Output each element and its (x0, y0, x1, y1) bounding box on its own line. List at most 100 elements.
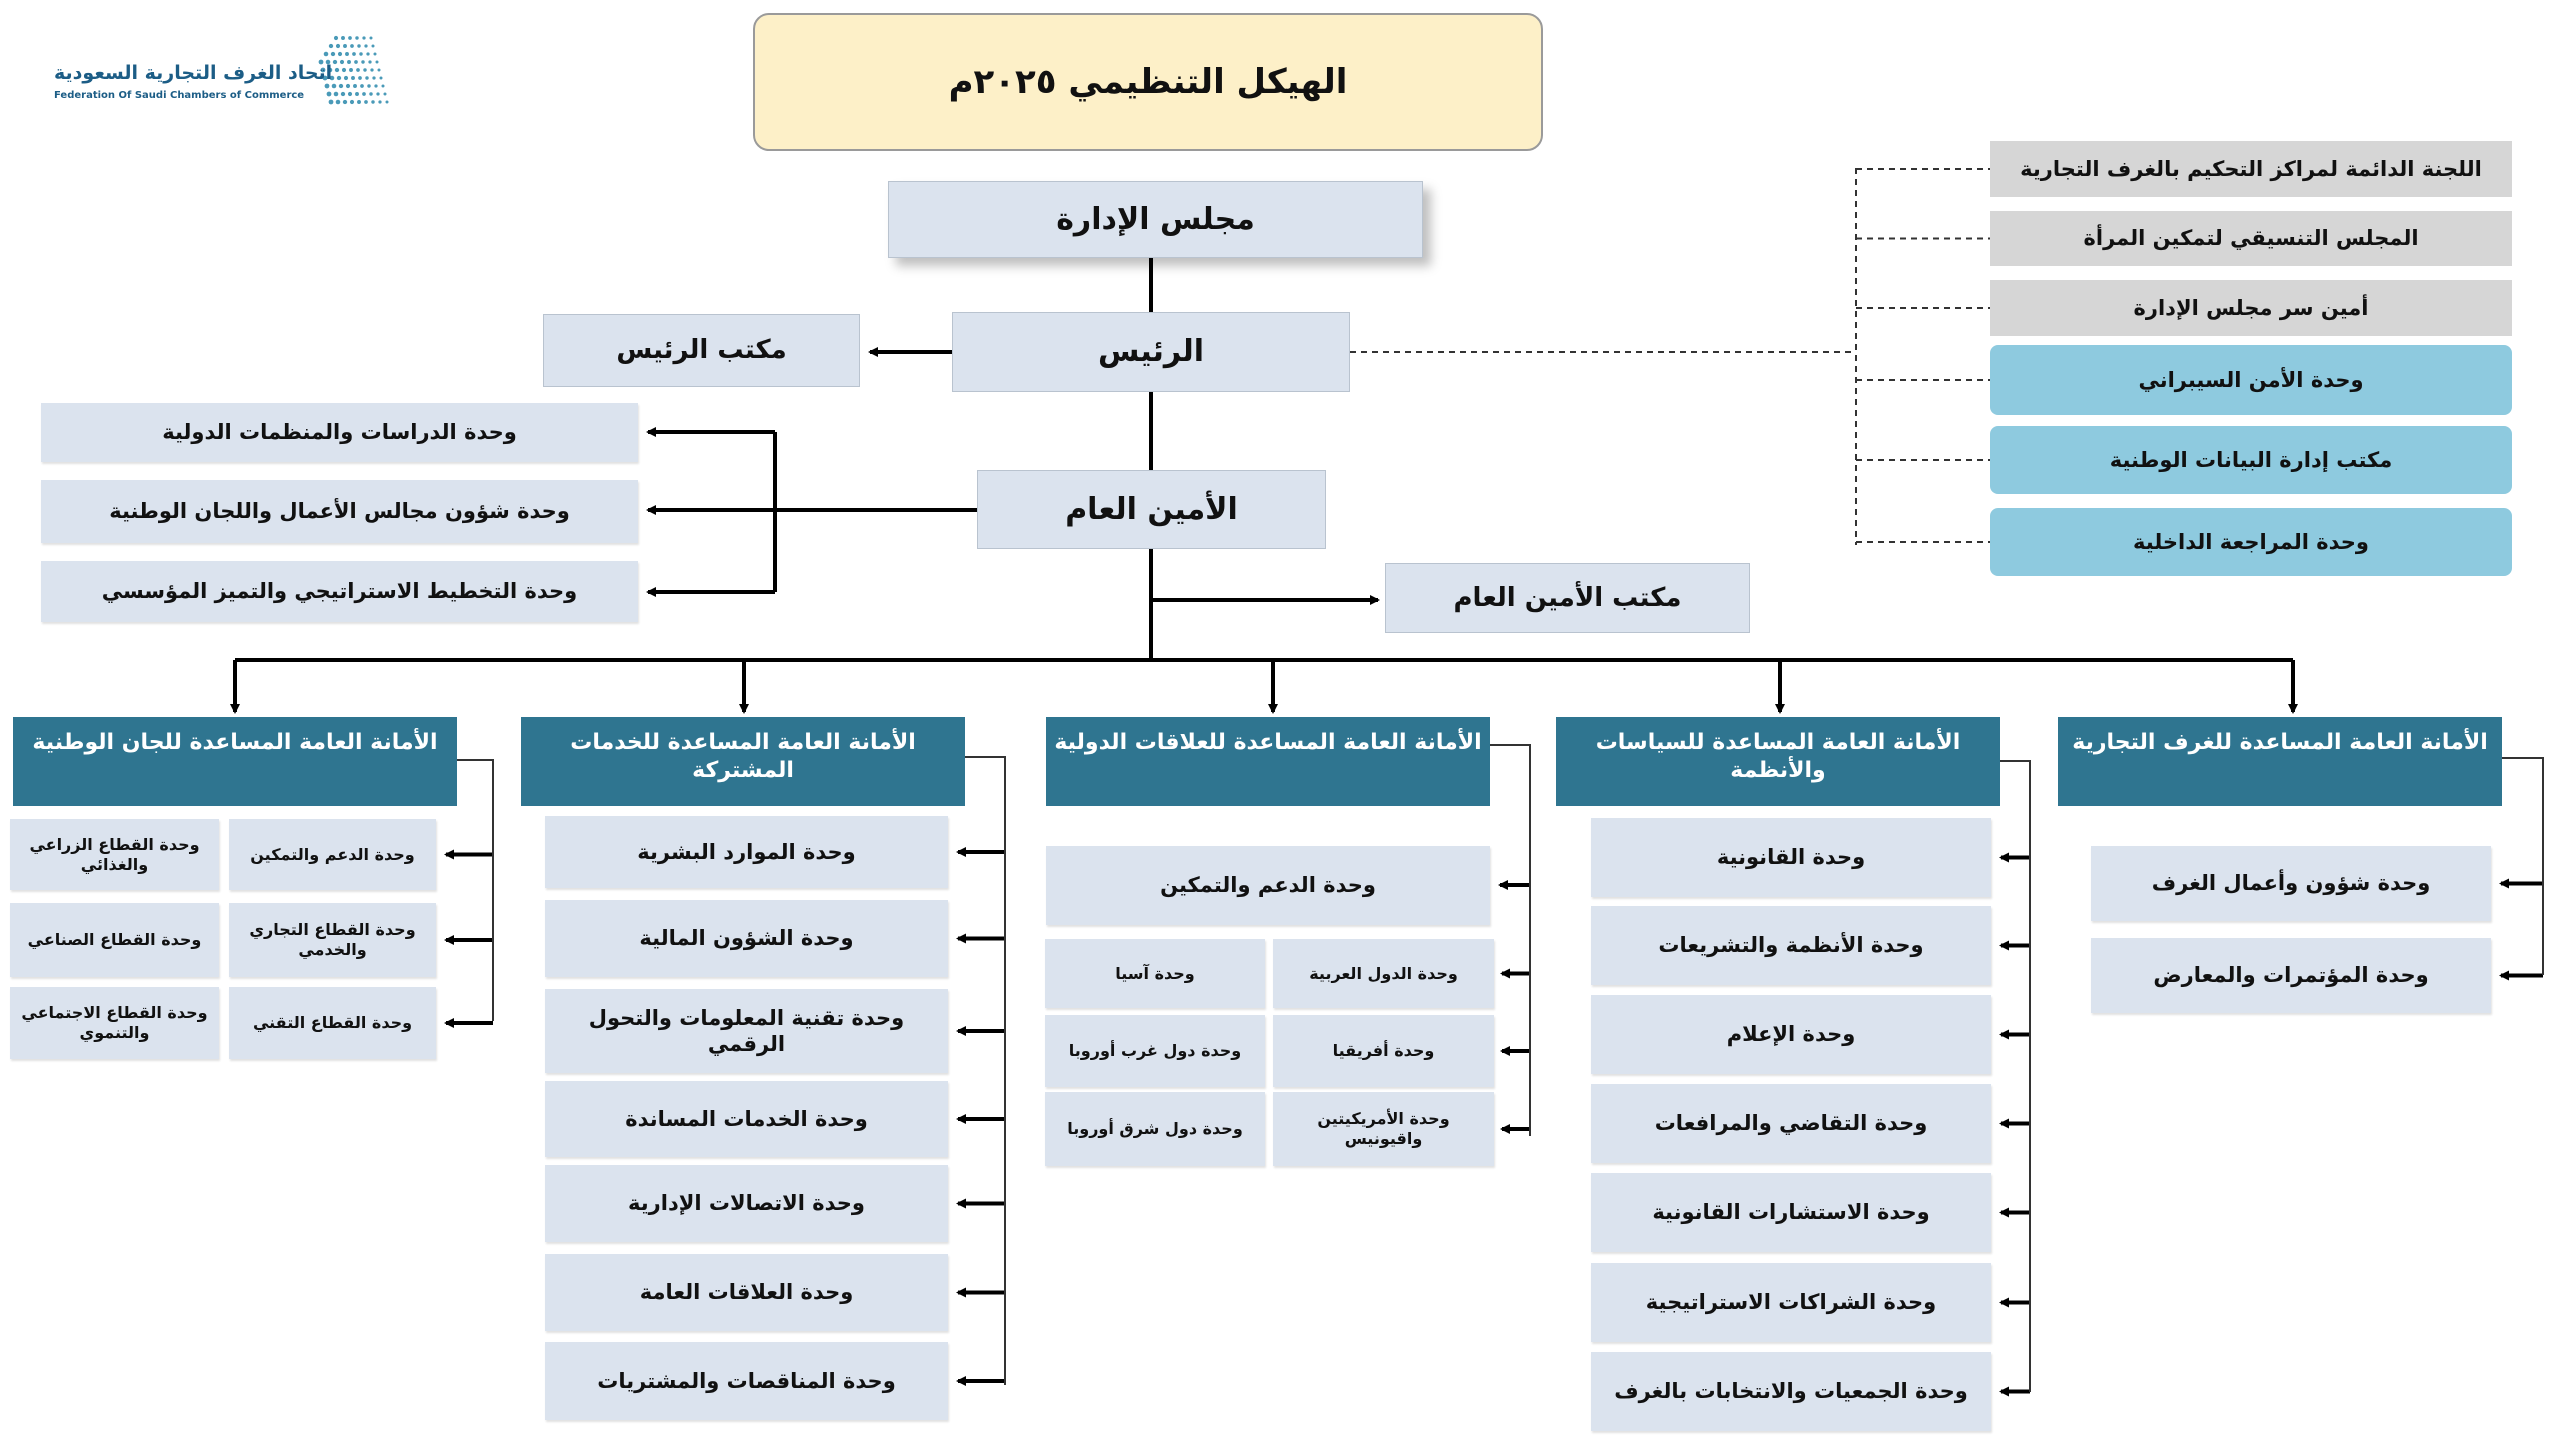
unit-box: وحدة أفريقيا (1273, 1015, 1494, 1087)
logo-dot (360, 84, 364, 88)
logo-dot (362, 36, 366, 40)
logo-dot (363, 68, 367, 72)
connector-line (2502, 757, 2544, 975)
logo-dot (339, 59, 345, 65)
president-unit-box: المجلس التنسيقي لتمكين المرأة (1990, 211, 2512, 266)
sg-unit-box: وحدة التخطيط الاستراتيجي والتميز المؤسسي (41, 561, 638, 622)
logo-dot (322, 75, 328, 81)
logo-dot (377, 68, 381, 72)
logo-dot (355, 92, 359, 96)
logo-dot (371, 100, 375, 104)
logo-dot (354, 60, 358, 64)
unit-box: وحدة الشؤون المالية (545, 900, 948, 977)
logo-dot (337, 51, 343, 57)
president-unit-box: أمين سر مجلس الإدارة (1990, 280, 2512, 336)
unit-box: وحدة العلاقات العامة (545, 1254, 948, 1331)
connector-line (964, 756, 1006, 1385)
unit-box: وحدة تقنية المعلومات والتحول الرقمي (545, 989, 948, 1073)
unit-box: وحدة الموارد البشرية (545, 816, 948, 888)
unit-box: وحدة الاتصالات الإدارية (545, 1165, 948, 1242)
logo-dot (385, 100, 389, 104)
logo-dot (374, 84, 378, 88)
logo-dot (351, 76, 355, 80)
logo-dot (348, 36, 352, 40)
logo-dot (324, 83, 330, 89)
president-unit-box: مكتب إدارة البيانات الوطنية (1990, 426, 2512, 494)
president-unit-box: اللجنة الدائمة لمراكز التحكيم بالغرف الت… (1990, 141, 2512, 197)
division-header: الأمانة العامة المساعدة للجان الوطنية (13, 717, 457, 806)
division-header: الأمانة العامة المساعدة للغرف التجارية (2058, 717, 2502, 806)
logo-dots-icon (318, 35, 389, 105)
logo-dot (343, 75, 349, 81)
logo-dot (366, 52, 370, 56)
president-unit-box: وحدة الأمن السيبراني (1990, 345, 2512, 415)
connector-line (457, 759, 494, 1021)
unit-box: وحدة القطاع الاجتماعي والتنموي (10, 987, 219, 1059)
logo-dot (378, 100, 382, 104)
unit-box: وحدة دول غرب أوروبا (1045, 1015, 1265, 1087)
logo-dot (381, 84, 385, 88)
logo-dot (341, 36, 345, 40)
logo-dot (328, 99, 334, 105)
logo-dot (372, 76, 376, 80)
logo-dot (342, 99, 348, 105)
logo-dot (335, 99, 341, 105)
president-office-box: مكتب الرئيس (543, 314, 860, 387)
division-header: الأمانة العامة المساعدة للعلاقات الدولية (1046, 717, 1490, 806)
unit-box: وحدة الدول العربية (1273, 939, 1494, 1008)
logo-dot (338, 83, 344, 89)
unit-box: وحدة القطاع التقني (229, 987, 436, 1059)
logo-dot (373, 52, 377, 56)
sg-unit-box: وحدة شؤون مجالس الأعمال واللجان الوطنية (41, 480, 638, 543)
logo-dot (345, 83, 351, 89)
logo-dot (369, 36, 373, 40)
sg-unit-box: وحدة الدراسات والمنظمات الدولية (41, 403, 638, 462)
logo-dot (350, 44, 354, 48)
logo-dot (383, 92, 387, 96)
logo-dot (329, 75, 335, 81)
division-header: الأمانة العامة المساعدة للسياسات والأنظم… (1556, 717, 2000, 806)
logo-dot (359, 52, 363, 56)
division-header: الأمانة العامة المساعدة للخدمات المشتركة (521, 717, 965, 806)
logo-dot (371, 44, 375, 48)
logo-dot (347, 91, 353, 97)
unit-box: وحدة الشراكات الاستراتيجية (1591, 1263, 1991, 1342)
page-title: الهيكل التنظيمي ٢٠٢٥م (753, 13, 1543, 151)
logo-dot (336, 75, 342, 81)
logo-dot (325, 59, 331, 65)
logo-dot (369, 92, 373, 96)
unit-box: وحدة الأمريكيتين واقيونيس (1273, 1092, 1494, 1166)
connector-line (1999, 760, 2031, 1392)
logo-dot (367, 84, 371, 88)
logo-dot (328, 43, 334, 49)
unit-box: وحدة الدعم والتمكين (1046, 846, 1490, 925)
connector-line (1490, 744, 1531, 1136)
logo-dot (353, 84, 357, 88)
logo-dot (333, 35, 339, 41)
logo-dot (352, 52, 356, 56)
logo-dot (331, 83, 337, 89)
logo-dot (364, 100, 368, 104)
fsc-logo: اتحاد الغرف التجارية السعودية Federation… (40, 30, 410, 120)
unit-box: وحدة القطاع الصناعي (10, 903, 219, 977)
logo-dot (370, 68, 374, 72)
unit-box: وحدة القطاع التجاري والخدمي (229, 903, 436, 977)
logo-dot (345, 52, 349, 56)
logo-dot (333, 91, 339, 97)
logo-dot (343, 44, 347, 48)
logo-dot (323, 51, 329, 57)
logo-dot (376, 92, 380, 96)
logo-dot (365, 76, 369, 80)
unit-box: وحدة المؤتمرات والمعارض (2091, 938, 2491, 1013)
logo-dot (341, 67, 347, 73)
unit-box: وحدة آسيا (1045, 939, 1265, 1008)
logo-dot (379, 76, 383, 80)
logo-dot (347, 60, 351, 64)
unit-box: وحدة الإعلام (1591, 995, 1991, 1074)
unit-box: وحدة القطاع الزراعي والغذائي (10, 819, 219, 890)
logo-dot (349, 99, 355, 105)
logo-dot (332, 59, 338, 65)
logo-dot (362, 92, 366, 96)
logo-dot (361, 60, 365, 64)
board-of-directors-box: مجلس الإدارة (888, 181, 1423, 258)
